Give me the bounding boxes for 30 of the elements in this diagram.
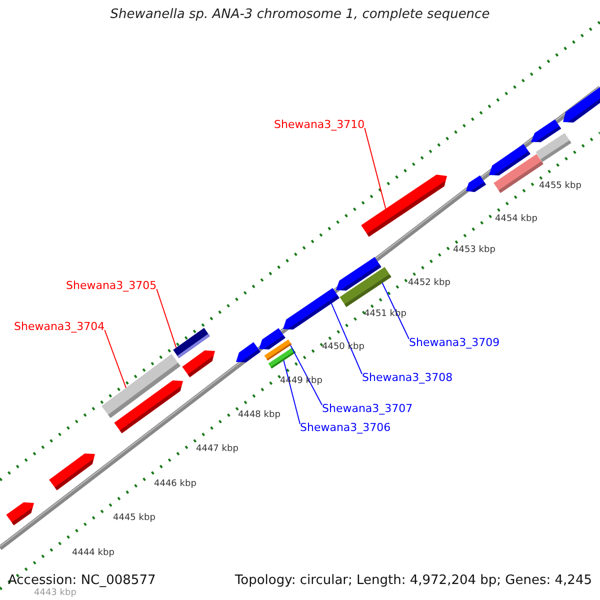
leader-line — [104, 330, 126, 388]
position-label: 4446 kbp — [154, 480, 196, 489]
leader-line — [382, 282, 410, 340]
gene-label: Shewana3_3708 — [362, 372, 453, 383]
position-label: 4455 kbp — [539, 182, 582, 191]
gene-feature — [361, 174, 447, 237]
leader-line — [330, 302, 362, 374]
footer-text: Accession: NC_008577 — [8, 574, 156, 587]
gene-label: Shewana3_3704 — [14, 321, 105, 332]
gene-label: Shewana3_3705 — [66, 280, 157, 291]
leader-line — [283, 360, 300, 424]
gene-feature — [283, 288, 340, 330]
gene-label: Shewana3_3707 — [322, 403, 413, 414]
position-label: 4443 kbp — [34, 589, 76, 598]
position-label: 4448 kbp — [238, 411, 280, 420]
gene-label: Shewana3_3710 — [274, 119, 365, 130]
position-label: 4444 kbp — [72, 549, 114, 558]
gene-feature — [340, 267, 392, 307]
gene-label: Shewana3_3706 — [300, 422, 391, 433]
position-label: 4445 kbp — [113, 514, 156, 523]
gene-feature — [268, 348, 296, 368]
position-label: 4454 kbp — [495, 215, 538, 224]
position-label: 4452 kbp — [408, 279, 450, 288]
leader-line — [156, 288, 177, 348]
gene-feature — [102, 354, 180, 418]
gene-label: Shewana3_3709 — [409, 337, 500, 348]
leader-line — [364, 128, 386, 210]
footer-text: Topology: circular; Length: 4,972,204 bp; Genes: 4,245 — [234, 574, 592, 587]
gene-feature — [173, 328, 210, 358]
title: Shewanella sp. ANA-3 chromosome 1, complete sequence — [109, 8, 491, 21]
